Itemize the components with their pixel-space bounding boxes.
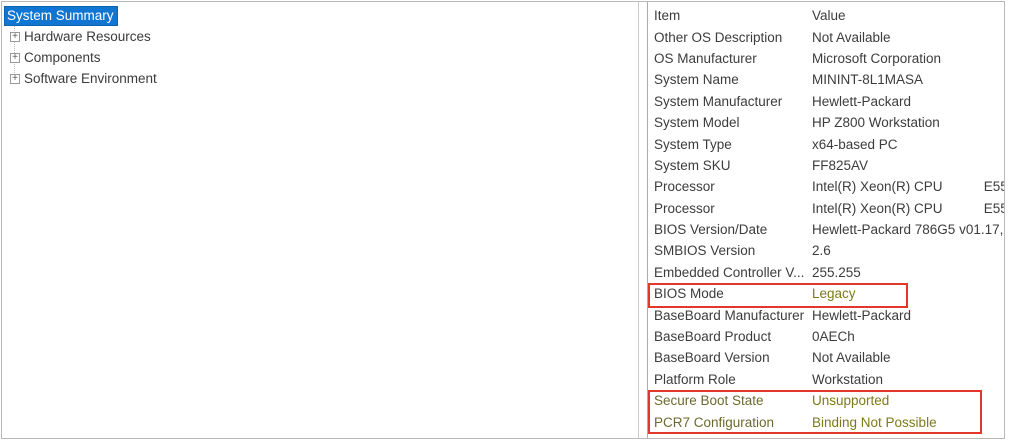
table-row[interactable]: Processor Intel(R) Xeon(R) CPU E5506 @ 2.… bbox=[648, 198, 1004, 219]
tree-item-label: System Summary bbox=[4, 5, 118, 26]
item-cell: BIOS Mode bbox=[654, 286, 724, 302]
value-cell: Not Available bbox=[812, 350, 891, 366]
item-cell: System Type bbox=[654, 136, 732, 152]
tree-item[interactable]: + Hardware Resources bbox=[2, 26, 638, 47]
pane-splitter[interactable] bbox=[639, 2, 647, 438]
item-cell: Platform Role bbox=[654, 371, 736, 387]
table-row[interactable]: System Manufacturer Hewlett-Packard bbox=[648, 91, 1004, 112]
value-cell: FF825AV bbox=[812, 157, 869, 173]
tree-item-label: Hardware Resources bbox=[24, 29, 151, 44]
item-cell: System Manufacturer bbox=[654, 93, 783, 109]
item-cell: BaseBoard Product bbox=[654, 329, 772, 345]
value-cell: 255.255 bbox=[812, 264, 861, 280]
table-row[interactable]: Other OS Description Not Available bbox=[648, 26, 1004, 47]
navigation-tree-pane: System Summary + Hardware Resources + Compo… bbox=[2, 2, 639, 438]
value-cell: Legacy bbox=[812, 286, 856, 302]
value-cell: Unsupported bbox=[812, 393, 890, 409]
item-cell: SMBIOS Version bbox=[654, 243, 756, 259]
tree-item[interactable]: + Software Environment bbox=[2, 68, 638, 89]
item-cell: OS Manufacturer bbox=[654, 50, 757, 66]
table-header-row[interactable]: Item Value bbox=[648, 5, 1004, 26]
expand-plus-icon[interactable]: + bbox=[10, 52, 20, 63]
item-cell: PCR7 Configuration bbox=[654, 414, 775, 430]
item-cell: BaseBoard Version bbox=[654, 350, 770, 366]
table-row[interactable]: Secure Boot State Unsupported bbox=[648, 390, 1004, 411]
value-cell: HP Z800 Workstation bbox=[812, 115, 940, 131]
table-row[interactable]: Embedded Controller V... 255.255 bbox=[648, 262, 1004, 283]
item-cell: System Model bbox=[654, 115, 740, 131]
value-cell: x64-based PC bbox=[812, 136, 898, 152]
tree-item[interactable]: + Components bbox=[2, 47, 638, 68]
table-row[interactable]: System Name MININT-8L1MASA bbox=[648, 69, 1004, 90]
value-cell: Intel(R) Xeon(R) CPU E5506 @ 2.13GHz bbox=[812, 200, 1004, 216]
value-cell: Hewlett-Packard bbox=[812, 93, 912, 109]
value-cell: MININT-8L1MASA bbox=[812, 72, 924, 88]
table-row[interactable]: BaseBoard Version Not Available bbox=[648, 347, 1004, 368]
value-cell: Hewlett-Packard bbox=[812, 307, 912, 323]
table-row[interactable]: BIOS Mode Legacy bbox=[648, 283, 1004, 304]
value-cell: Workstation bbox=[812, 371, 884, 387]
value-cell: Binding Not Possible bbox=[812, 414, 937, 430]
table-row[interactable]: BIOS Version/Date Hewlett-Packard 786G5 v… bbox=[648, 219, 1004, 240]
table-row[interactable]: BaseBoard Product 0AECh bbox=[648, 326, 1004, 347]
value-cell: Microsoft Corporation bbox=[812, 50, 942, 66]
item-cell: Other OS Description bbox=[654, 29, 783, 45]
item-cell: System SKU bbox=[654, 157, 731, 173]
tree-item-label: Components bbox=[24, 50, 101, 65]
value-cell: 2.6 bbox=[812, 243, 831, 259]
item-cell: Processor bbox=[654, 200, 715, 216]
item-cell: BaseBoard Manufacturer bbox=[654, 307, 805, 323]
table-row[interactable]: OS Manufacturer Microsoft Corporation bbox=[648, 48, 1004, 69]
value-cell: Hewlett-Packard 786G5 v01.17, 8/20/2010 bbox=[812, 222, 1004, 238]
table-row[interactable]: System Model HP Z800 Workstation bbox=[648, 112, 1004, 133]
table-row[interactable]: PCR7 Configuration Binding Not Possible bbox=[648, 411, 1004, 432]
table-row[interactable]: SMBIOS Version 2.6 bbox=[648, 240, 1004, 261]
item-cell: Processor bbox=[654, 179, 715, 195]
item-cell: System Name bbox=[654, 72, 739, 88]
navigation-tree: System Summary + Hardware Resources + Compo… bbox=[2, 2, 638, 89]
value-cell: Not Available bbox=[812, 29, 891, 45]
table-row[interactable]: System Type x64-based PC bbox=[648, 133, 1004, 154]
tree-item-label: Software Environment bbox=[24, 71, 157, 86]
table-row[interactable]: BaseBoard Manufacturer Hewlett-Packard bbox=[648, 304, 1004, 325]
value-cell: 0AECh bbox=[812, 329, 855, 345]
value-cell: Intel(R) Xeon(R) CPU E5506 @ 2.13GHz bbox=[812, 179, 1004, 195]
column-header-item[interactable]: Item bbox=[654, 8, 681, 24]
expand-plus-icon[interactable]: + bbox=[10, 31, 20, 42]
table-row[interactable]: Processor Intel(R) Xeon(R) CPU E5506 @ 2.… bbox=[648, 176, 1004, 197]
item-cell: Embedded Controller V... bbox=[654, 264, 805, 280]
item-cell: BIOS Version/Date bbox=[654, 222, 768, 238]
expand-plus-icon[interactable]: + bbox=[10, 73, 20, 84]
column-header-value[interactable]: Value bbox=[812, 8, 846, 24]
tree-connector-line bbox=[14, 24, 15, 77]
item-cell: Secure Boot State bbox=[654, 393, 764, 409]
table-row[interactable]: System SKU FF825AV bbox=[648, 155, 1004, 176]
tree-item-system-summary[interactable]: System Summary bbox=[2, 5, 638, 26]
table-row[interactable]: Platform Role Workstation bbox=[648, 369, 1004, 390]
